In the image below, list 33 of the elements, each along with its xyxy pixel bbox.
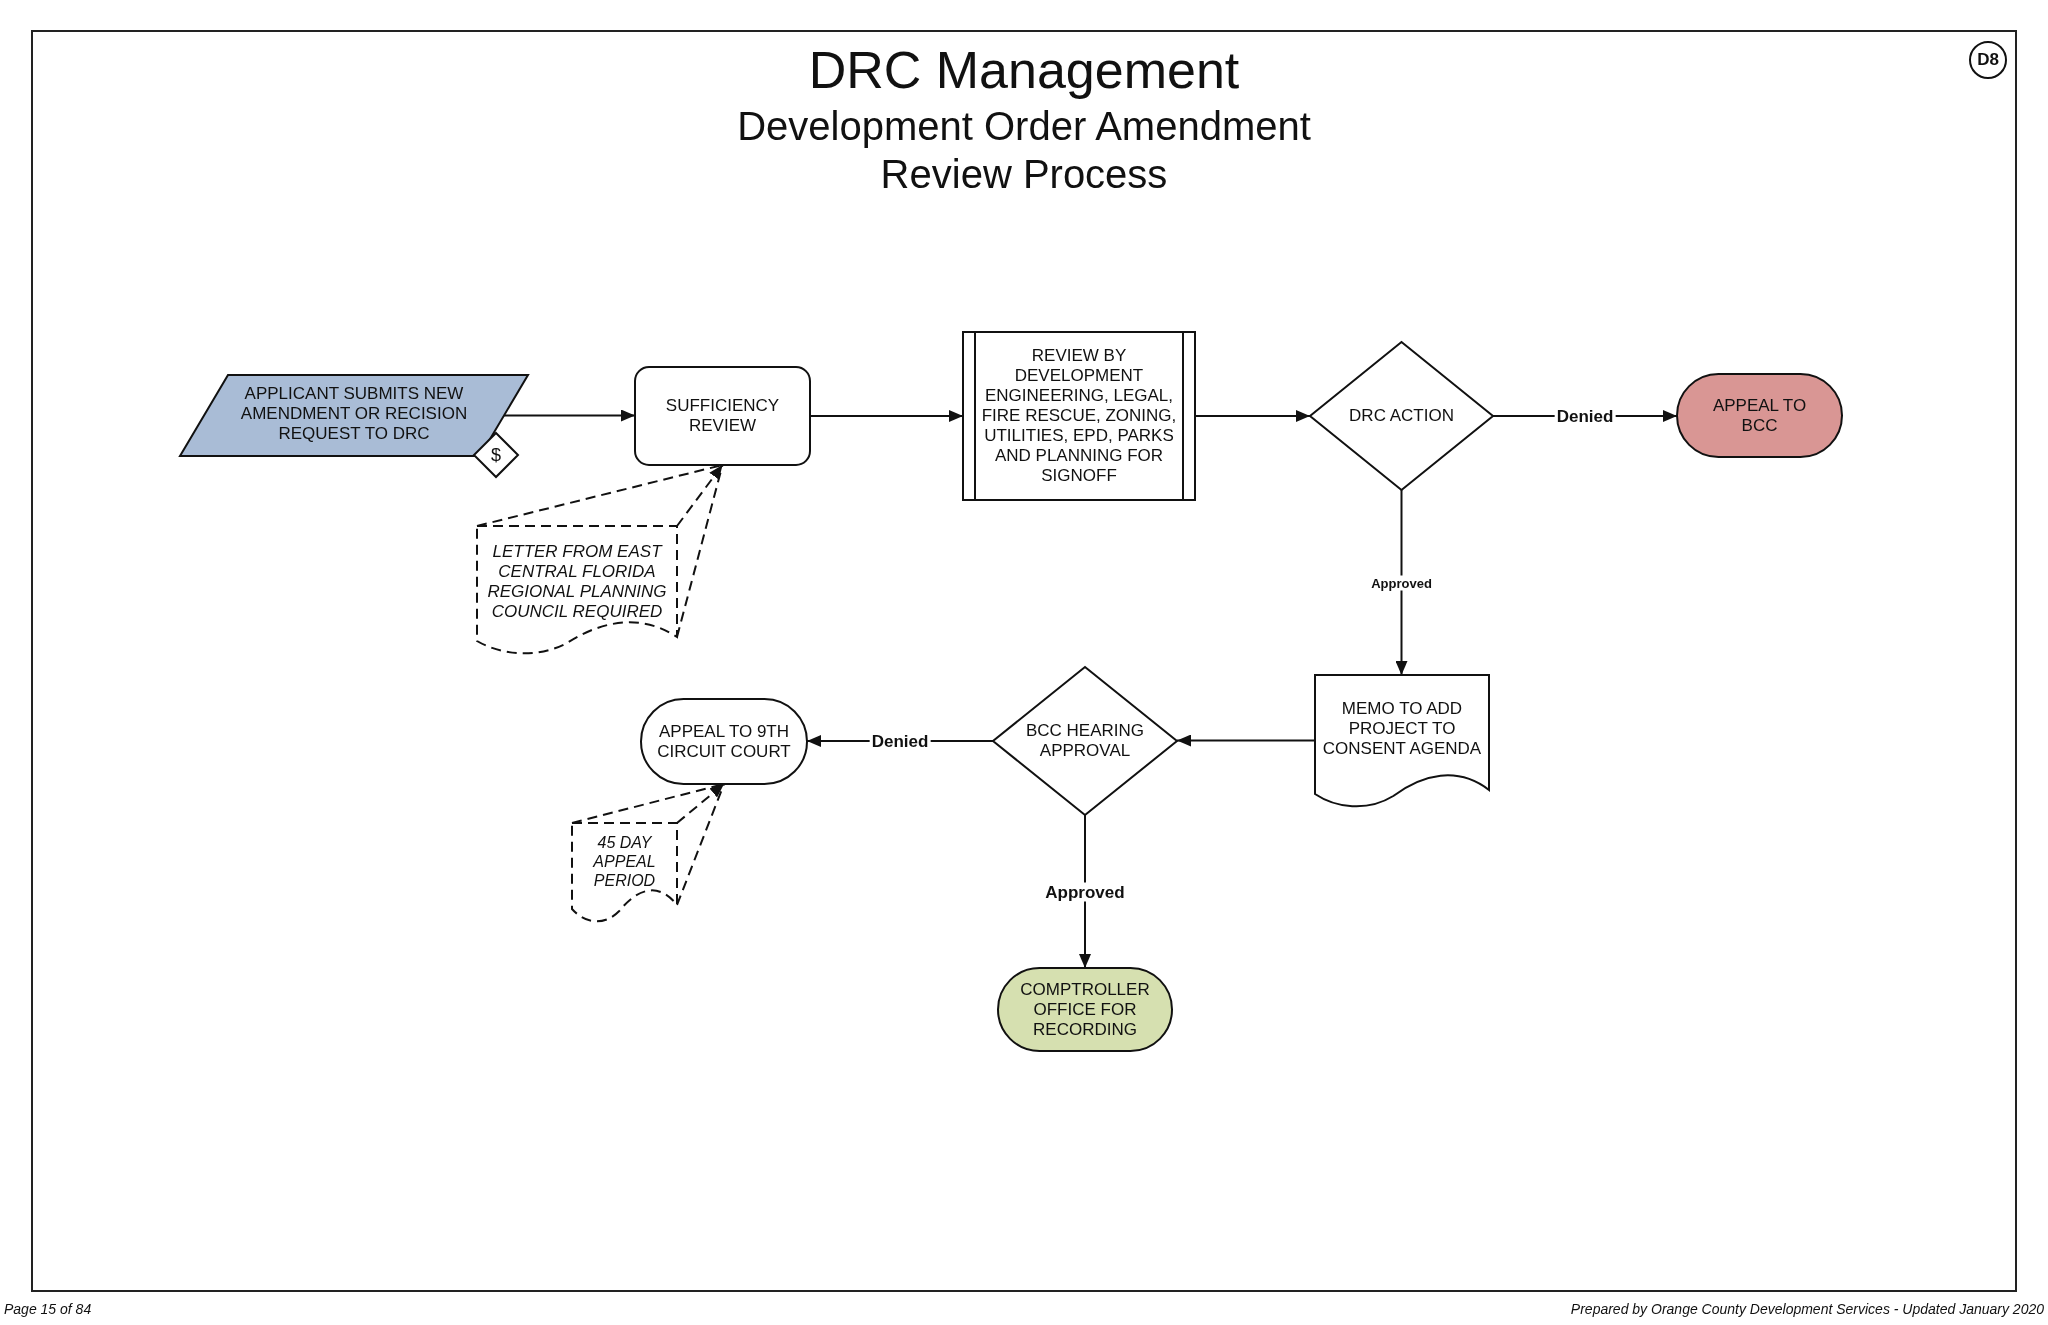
node-label: DRC ACTION	[1349, 406, 1454, 426]
fee-diamond	[474, 433, 518, 477]
node-label: 45 DAY APPEAL PERIOD	[591, 832, 657, 890]
arrow	[1395, 489, 1408, 676]
node-label: APPEAL TO 9TH CIRCUIT COURT	[656, 721, 792, 762]
node-label: LETTER FROM EAST CENTRAL FLORIDA REGIONAL PLANNING COUNCIL REQUIRED	[486, 541, 668, 622]
dashed-arrow	[571, 783, 725, 906]
node-label: BCC HEARING APPROVAL	[1025, 721, 1145, 761]
page-number: Page 15 of 84	[4, 1301, 92, 1317]
sheet-number: D8	[1969, 41, 2007, 79]
decision-diamond	[1310, 342, 1493, 490]
node-label: SUFFICIENCY REVIEW	[664, 396, 781, 436]
annotation-callout	[477, 526, 677, 653]
node-label: APPLICANT SUBMITS NEW AMENDMENT OR RECISION REQUEST TO DRC	[239, 383, 469, 444]
node-label: $	[491, 444, 501, 466]
predefined-process-box	[963, 332, 1195, 500]
arrow	[1176, 734, 1316, 747]
footer-note: Prepared by Orange County Development Services - Updated January 2020	[1570, 1301, 2044, 1317]
node-label: REVIEW BY DEVELOPMENT ENGINEERING, LEGAL, FIRE RESCUE, ZONING, UTILITIES, EPD, PARKS AND PLANNING FOR SIGNOFF	[981, 346, 1177, 486]
dashed-arrow	[476, 464, 724, 638]
arrow	[1079, 814, 1091, 969]
node-label: APPEAL TO BCC	[1711, 395, 1808, 436]
process-box	[635, 367, 810, 465]
decision-diamond	[993, 667, 1177, 815]
annotation-callout	[572, 823, 677, 921]
node-label: COMPTROLLER OFFICE FOR RECORDING	[1019, 979, 1151, 1040]
edge-label: Approved	[1043, 882, 1127, 901]
subtitle: Development Order Amendment Review Process	[736, 103, 1312, 198]
document-shape	[1315, 675, 1489, 806]
edge-label: Approved	[1369, 575, 1434, 590]
node-label: MEMO TO ADD PROJECT TO CONSENT AGENDA	[1321, 698, 1483, 759]
diagram-title: DRC Management	[807, 40, 1241, 100]
arrow	[503, 409, 636, 422]
